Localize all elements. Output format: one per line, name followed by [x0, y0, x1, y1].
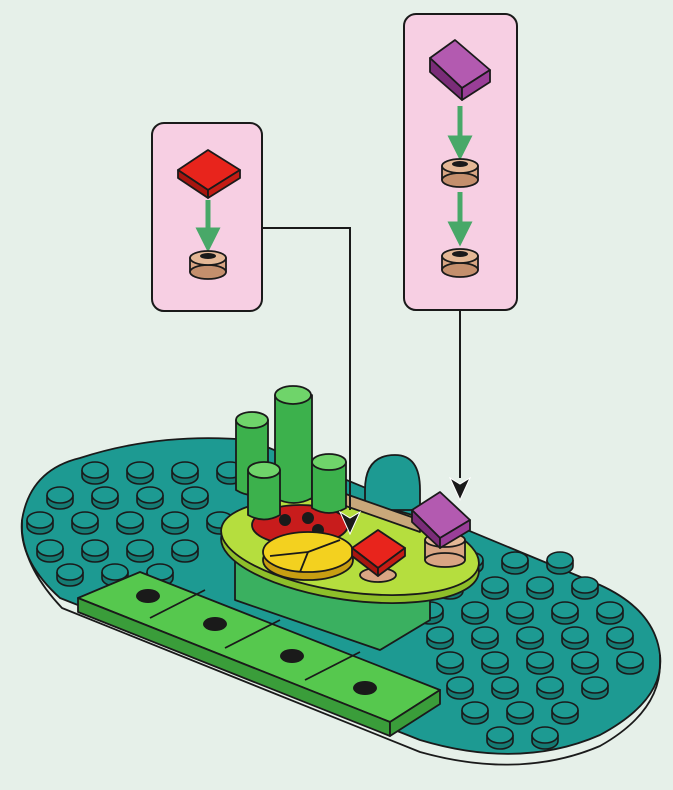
- arrow-down-icon: [448, 476, 472, 502]
- installed-red-slope: [351, 529, 406, 583]
- stud-icon: [426, 626, 454, 644]
- stud-icon: [506, 601, 534, 619]
- leader-line-right: [448, 310, 472, 502]
- stud-icon: [56, 563, 84, 581]
- stud-icon: [471, 626, 499, 644]
- yellow-dish: [262, 531, 354, 581]
- stud-icon: [136, 486, 164, 504]
- stud-icon: [596, 601, 624, 619]
- stud-icon: [551, 601, 579, 619]
- stud-icon: [171, 539, 199, 557]
- stud-icon: [81, 461, 109, 479]
- stud-icon: [531, 726, 559, 744]
- purple-slope-icon: [429, 39, 491, 101]
- stud-icon: [516, 626, 544, 644]
- stud-icon: [551, 701, 579, 719]
- stud-icon: [36, 539, 64, 557]
- installed-purple-slope: [411, 491, 471, 568]
- round-plate-icon: [189, 250, 227, 280]
- stud-icon: [26, 511, 54, 529]
- stud-icon: [526, 576, 554, 594]
- tile-stud: [136, 589, 377, 695]
- callout-right: [403, 13, 518, 311]
- stud-icon: [446, 676, 474, 694]
- stud-icon: [461, 601, 489, 619]
- stud-icon: [126, 461, 154, 479]
- stud-icon: [481, 651, 509, 669]
- stud-icon: [486, 726, 514, 744]
- green-tile-strip: [77, 571, 441, 737]
- green-plants: [235, 385, 347, 521]
- red-slope-icon: [177, 149, 241, 199]
- stud-icon: [91, 486, 119, 504]
- stud-icon: [546, 551, 574, 569]
- stud-icon: [561, 626, 589, 644]
- leader-line-left: [263, 227, 362, 536]
- stud-icon: [101, 563, 129, 581]
- stud-icon: [571, 651, 599, 669]
- callout-left: [151, 122, 263, 312]
- stud-icon: [481, 576, 509, 594]
- teal-dome: [364, 454, 421, 511]
- stud-icon: [506, 701, 534, 719]
- stud-icon: [171, 461, 199, 479]
- stud-icon: [436, 651, 464, 669]
- stud-icon: [116, 511, 144, 529]
- stud-icon: [536, 676, 564, 694]
- round-plate-icon: [441, 158, 479, 188]
- stud-icon: [491, 676, 519, 694]
- round-plate-icon: [441, 248, 479, 278]
- stud-icon: [501, 551, 529, 569]
- stud-icon: [81, 539, 109, 557]
- stud-icon: [126, 539, 154, 557]
- stud-icon: [181, 486, 209, 504]
- stud-icon: [161, 511, 189, 529]
- stud-icon: [606, 626, 634, 644]
- stud-icon: [71, 511, 99, 529]
- stud-icon: [581, 676, 609, 694]
- stud-icon: [616, 651, 644, 669]
- stud-icon: [526, 651, 554, 669]
- stud-icon: [46, 486, 74, 504]
- stud-icon: [571, 576, 599, 594]
- arrow-down-icon: [338, 510, 362, 536]
- stud-icon: [461, 701, 489, 719]
